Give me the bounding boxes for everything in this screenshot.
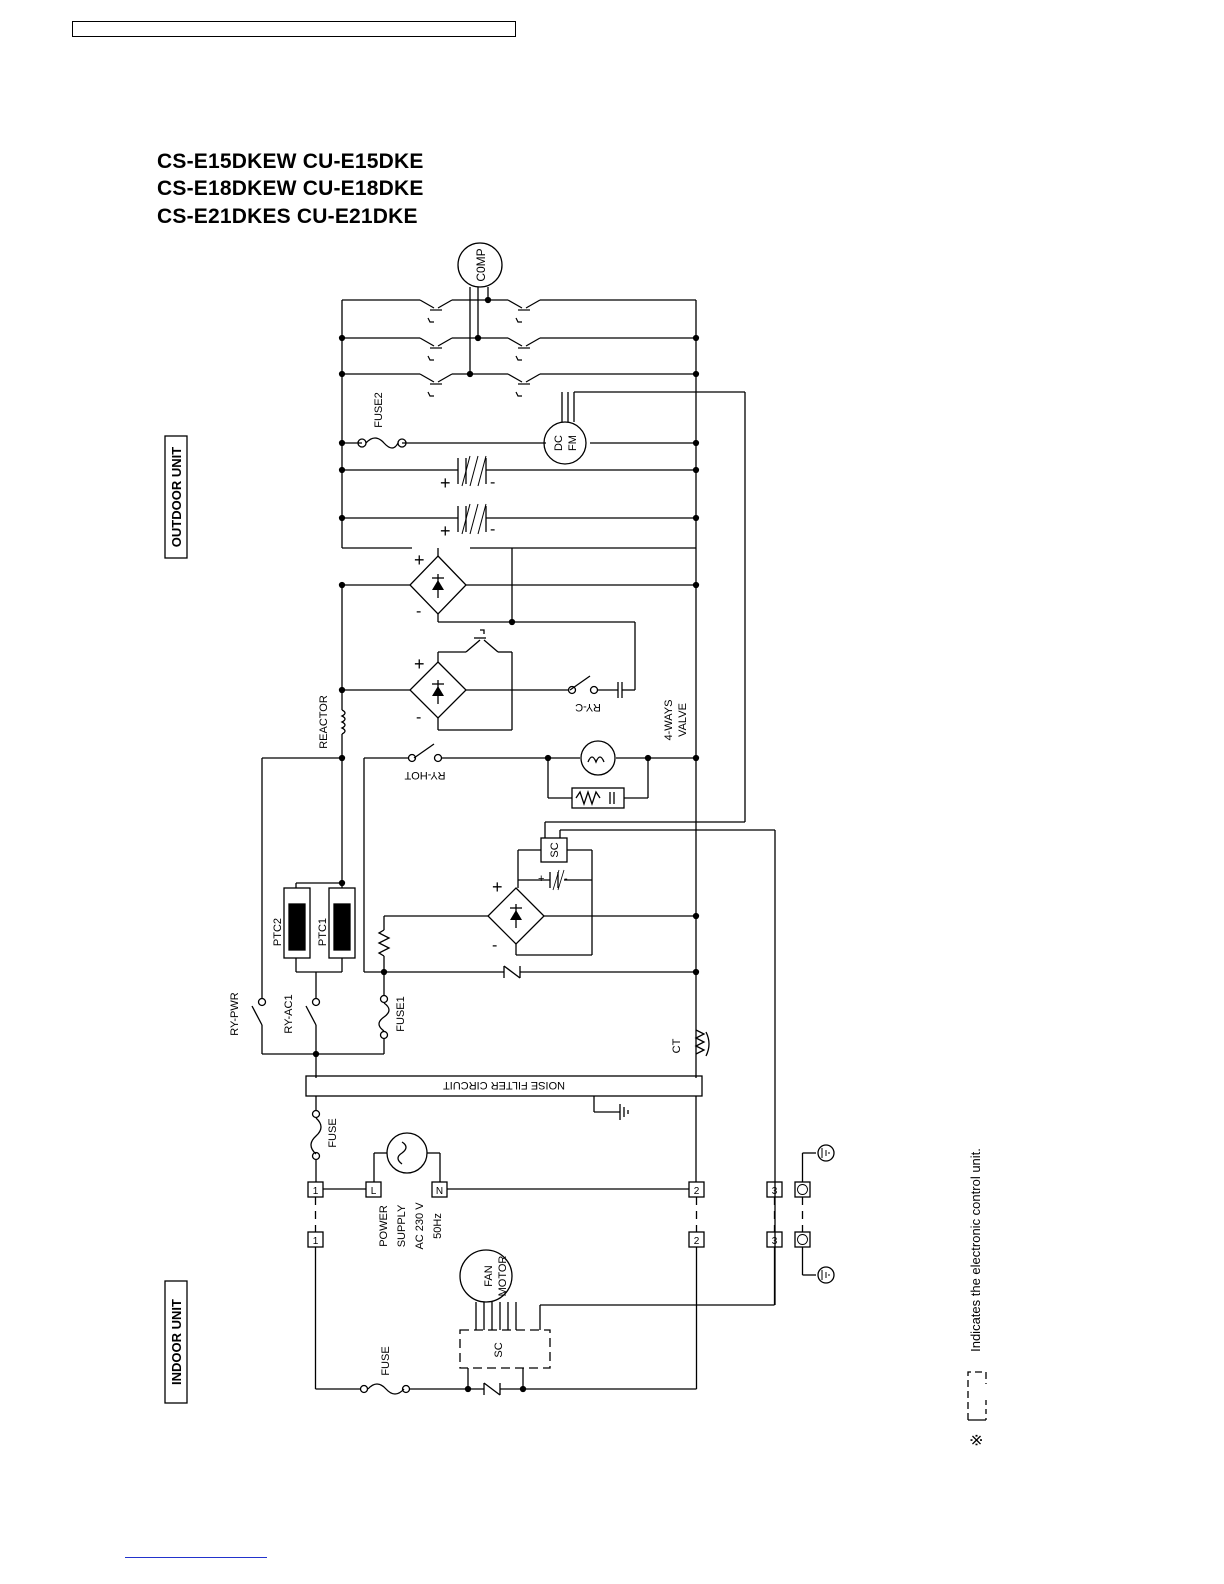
svg-text:3: 3: [772, 1186, 778, 1197]
indoor-unit-label: INDOOR UNIT: [164, 1280, 188, 1404]
svg-text:-: -: [416, 709, 421, 726]
svg-text:4-WAYS: 4-WAYS: [663, 700, 675, 741]
svg-text:※: ※: [969, 1433, 986, 1446]
svg-text:FUSE1: FUSE1: [395, 996, 407, 1031]
svg-text:RY-PWR: RY-PWR: [229, 992, 241, 1035]
svg-text:REACTOR: REACTOR: [318, 695, 330, 749]
svg-text:50Hz: 50Hz: [432, 1213, 444, 1239]
dc-fan-motor: DC FM: [543, 391, 746, 822]
svg-text:NOISE FILTER CIRCUIT: NOISE FILTER CIRCUIT: [443, 1079, 565, 1091]
bridge-rectifier-main: + -: [342, 548, 696, 626]
outdoor-fuse: FUSE: [310, 1096, 339, 1182]
model-line-2: CS-E18DKEW CU-E18DKE: [157, 177, 424, 200]
header-box: [72, 21, 516, 37]
svg-text:INDOOR UNIT: INDOOR UNIT: [169, 1299, 184, 1385]
input-relays: RY-PWR RY-AC1 FUSE1: [229, 758, 407, 1078]
ry-c-relay: RY-C: [567, 622, 636, 713]
fuse2: FUSE2: [357, 392, 407, 449]
svg-text:+: +: [538, 873, 544, 885]
svg-text:Indicates the electronic contr: Indicates the electronic control unit.: [968, 1148, 983, 1352]
terminal-blocks: 1 L N 2 3 1 2 3: [307, 1096, 835, 1284]
svg-text:SUPPLY: SUPPLY: [396, 1204, 408, 1247]
svg-text:FM: FM: [567, 435, 579, 451]
svg-text:MOTOR: MOTOR: [497, 1256, 509, 1297]
svg-text:1: 1: [313, 1236, 319, 1247]
current-transformer: CT: [671, 1029, 710, 1057]
svg-text:AC 230 V: AC 230 V: [414, 1202, 426, 1250]
svg-text:C0MP: C0MP: [474, 248, 488, 281]
four-way-valve-branch: RY-HOT 4-WAYS VALVE: [262, 700, 700, 972]
svg-text:3: 3: [772, 1236, 778, 1247]
ptc-thermistors: PTC2 PTC1: [272, 758, 356, 998]
smoothing-capacitors: + - + -: [440, 455, 495, 541]
svg-text:-: -: [490, 521, 495, 538]
outdoor-unit-label: OUTDOOR UNIT: [164, 435, 188, 559]
svg-text:RY-C: RY-C: [575, 701, 601, 713]
power-supply: POWER SUPPLY AC 230 V 50Hz: [373, 1132, 444, 1250]
svg-text:FUSE2: FUSE2: [373, 392, 385, 427]
reactor: REACTOR: [318, 581, 346, 758]
svg-text:2: 2: [694, 1236, 700, 1247]
svg-text:N: N: [436, 1186, 443, 1197]
svg-text:FAN: FAN: [483, 1265, 495, 1286]
svg-text:-: -: [492, 937, 497, 954]
svg-text:+: +: [414, 550, 425, 570]
model-line-1: CS-E15DKEW CU-E15DKE: [157, 150, 424, 173]
svg-text:OUTDOOR UNIT: OUTDOOR UNIT: [169, 447, 184, 547]
neutral-bus: [692, 548, 700, 1078]
footer-rule: [125, 1557, 267, 1558]
inverter-bus: [341, 299, 697, 549]
svg-text:SC: SC: [493, 1342, 505, 1357]
svg-text:RY-HOT: RY-HOT: [404, 769, 445, 781]
svg-text:+: +: [414, 654, 425, 674]
svg-text:+: +: [440, 473, 451, 493]
noise-filter-circuit: NOISE FILTER CIRCUIT: [305, 1075, 703, 1120]
svg-text:L: L: [371, 1186, 377, 1197]
compressor: C0MP: [452, 242, 508, 378]
model-line-3: CS-E21DKES CU-E21DKE: [157, 205, 418, 228]
svg-text:2: 2: [694, 1186, 700, 1197]
svg-text:PTC1: PTC1: [317, 918, 329, 946]
svg-text:FUSE: FUSE: [327, 1118, 339, 1147]
svg-text:FUSE: FUSE: [380, 1346, 392, 1375]
svg-text:POWER: POWER: [378, 1205, 390, 1247]
svg-text:SC: SC: [549, 842, 561, 857]
resistor-varistor-row: [364, 916, 696, 995]
svg-text:CT: CT: [671, 1038, 683, 1053]
svg-text:-: -: [490, 474, 495, 491]
svg-text:RY-AC1: RY-AC1: [283, 994, 295, 1033]
svg-text:-: -: [564, 873, 568, 885]
control-sc-block: SC + - + -: [384, 821, 776, 1305]
svg-text:DC: DC: [553, 435, 565, 451]
svg-text:+: +: [440, 521, 451, 541]
legend-note: ※ Indicates the electronic control unit.: [967, 1148, 987, 1447]
svg-text:-: -: [416, 603, 421, 620]
svg-text:VALVE: VALVE: [677, 703, 689, 737]
svg-text:PTC2: PTC2: [272, 918, 284, 946]
pfc-bridge: + -: [338, 629, 568, 731]
indoor-circuit: FUSE SC FAN MOTOR: [314, 1247, 776, 1396]
igbt-transistors: [338, 299, 700, 522]
svg-text:1: 1: [313, 1186, 319, 1197]
svg-text:+: +: [492, 877, 503, 897]
